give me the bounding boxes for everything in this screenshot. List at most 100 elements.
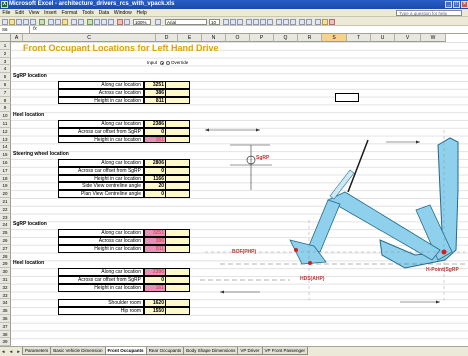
decrease-indent-icon[interactable] — [299, 18, 305, 25]
field-value-cell[interactable]: 0 — [144, 166, 166, 175]
column-header-u[interactable]: U — [371, 34, 395, 42]
row-header-7[interactable]: 7 — [0, 88, 11, 97]
menu-insert[interactable]: Insert — [44, 10, 57, 16]
row-header-34[interactable]: 34 — [0, 299, 11, 308]
row-header-2[interactable]: 2 — [0, 49, 11, 58]
row-header-18[interactable]: 18 — [0, 174, 11, 183]
column-header-c[interactable]: C — [23, 34, 156, 42]
empty-shape[interactable] — [335, 93, 359, 102]
menu-window[interactable]: Window — [113, 10, 132, 16]
sheet-tab-vp-front-passenger[interactable]: VP Front Passenger — [261, 347, 308, 355]
row-header-38[interactable]: 38 — [0, 330, 11, 339]
row-header-17[interactable]: 17 — [0, 166, 11, 175]
field-value-cell[interactable]: 2806 — [144, 159, 166, 167]
menu-help[interactable]: Help — [136, 10, 147, 16]
merge-center-icon[interactable] — [267, 18, 273, 25]
row-header-26[interactable]: 26 — [0, 237, 11, 245]
fx-icon[interactable]: fx — [33, 26, 37, 32]
underline-icon[interactable] — [237, 18, 243, 25]
sheet-tab-body-shape-dimensions[interactable]: Body Shape Dimensions — [183, 347, 239, 355]
maximize-button[interactable]: □ — [453, 1, 460, 8]
tab-scroll-arrows[interactable]: ◄ ◄ ► ► — [1, 349, 30, 354]
redo-icon[interactable] — [78, 18, 84, 25]
row-header-16[interactable]: 16 — [0, 159, 11, 167]
row-header-9[interactable]: 9 — [0, 104, 11, 113]
new-file-icon[interactable] — [2, 18, 8, 25]
row-header-25[interactable]: 25 — [0, 229, 11, 237]
row-header-22[interactable]: 22 — [0, 205, 11, 214]
row-header-27[interactable]: 27 — [0, 244, 11, 253]
override-cell[interactable] — [166, 229, 190, 237]
print-preview-icon[interactable] — [30, 18, 36, 25]
field-value-cell[interactable]: 0 — [144, 276, 166, 284]
field-value-cell[interactable]: 20 — [144, 182, 166, 191]
row-header-37[interactable]: 37 — [0, 322, 11, 331]
row-header-3[interactable]: 3 — [0, 57, 11, 66]
override-cell[interactable] — [166, 237, 190, 245]
row-header-19[interactable]: 19 — [0, 182, 11, 191]
autosum-icon[interactable] — [94, 18, 100, 25]
override-cell[interactable] — [166, 283, 190, 292]
override-radio[interactable] — [166, 61, 170, 65]
override-cell[interactable] — [166, 120, 190, 128]
close-button[interactable]: × — [461, 1, 468, 8]
override-cell[interactable] — [166, 96, 190, 105]
minimize-button[interactable]: _ — [445, 1, 452, 8]
menu-data[interactable]: Data — [98, 10, 110, 16]
font-select[interactable]: Arial — [165, 18, 207, 25]
override-cell[interactable] — [166, 268, 190, 276]
field-value-cell[interactable]: 1550 — [144, 307, 166, 315]
field-value-cell[interactable]: 811 — [144, 244, 166, 253]
help-search-input[interactable]: Type a question for help — [396, 10, 462, 16]
select-all-corner[interactable] — [0, 34, 11, 42]
sheet-tab-front-occupants[interactable]: Front Occupants — [104, 347, 147, 355]
menu-format[interactable]: Format — [61, 10, 78, 16]
row-header-20[interactable]: 20 — [0, 190, 11, 198]
paste-icon[interactable] — [62, 18, 68, 25]
column-header-t[interactable]: T — [347, 34, 371, 42]
zoom-select[interactable]: 100% — [133, 18, 151, 25]
row-header-24[interactable]: 24 — [0, 221, 11, 230]
column-header-n[interactable]: N — [202, 34, 226, 42]
field-value-cell[interactable]: 161 — [144, 283, 166, 292]
sheet-tab-rear-occupants[interactable]: Rear Occupants — [145, 347, 185, 355]
row-header-28[interactable]: 28 — [0, 252, 11, 261]
override-cell[interactable] — [166, 276, 190, 284]
align-center-icon[interactable] — [253, 18, 259, 25]
field-value-cell[interactable]: 161 — [144, 135, 166, 144]
hyperlink-icon[interactable] — [87, 18, 93, 25]
currency-icon[interactable] — [276, 18, 282, 25]
override-cell[interactable] — [166, 244, 190, 253]
column-header-a[interactable]: A — [11, 34, 23, 42]
column-header-p[interactable]: P — [250, 34, 274, 42]
override-cell[interactable] — [166, 190, 190, 198]
print-icon[interactable] — [23, 18, 29, 25]
menu-tools[interactable]: Tools — [82, 10, 94, 16]
column-header-q[interactable]: Q — [274, 34, 298, 42]
row-header-31[interactable]: 31 — [0, 276, 11, 284]
row-header-12[interactable]: 12 — [0, 127, 11, 136]
column-header-w[interactable]: W — [421, 34, 446, 42]
save-icon[interactable] — [16, 18, 22, 25]
column-header-s[interactable]: S — [322, 34, 347, 42]
copy-icon[interactable] — [55, 18, 61, 25]
name-box[interactable]: S6 — [0, 26, 30, 33]
open-folder-icon[interactable] — [9, 18, 15, 25]
row-header-14[interactable]: 14 — [0, 143, 11, 152]
field-value-cell[interactable]: 386 — [144, 237, 166, 245]
row-header-21[interactable]: 21 — [0, 198, 11, 206]
row-header-15[interactable]: 15 — [0, 151, 11, 159]
menu-view[interactable]: View — [28, 10, 40, 16]
spellcheck-icon[interactable] — [39, 18, 45, 25]
help-icon[interactable] — [155, 18, 161, 25]
sheet-tab-parameters[interactable]: Parameters — [22, 347, 52, 355]
undo-icon[interactable] — [71, 18, 77, 25]
percent-icon[interactable] — [283, 18, 289, 25]
sheet-tab-vp-driver[interactable]: VP Driver — [237, 347, 263, 355]
row-header-13[interactable]: 13 — [0, 135, 11, 144]
row-header-5[interactable]: 5 — [0, 73, 11, 81]
row-header-4[interactable]: 4 — [0, 65, 11, 74]
sheet-tab-basic-vehicle-dimension[interactable]: Basic Vehicle Dimension — [50, 347, 106, 355]
row-header-23[interactable]: 23 — [0, 213, 11, 222]
column-header-o[interactable]: O — [226, 34, 250, 42]
